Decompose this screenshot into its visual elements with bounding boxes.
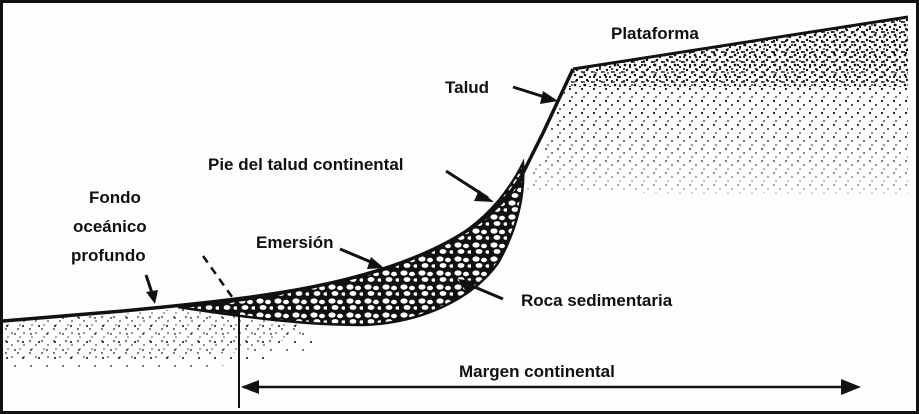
label-plataforma: Plataforma	[611, 24, 699, 43]
talud-arrow	[513, 87, 558, 104]
continental-shelf	[523, 17, 913, 203]
label-roca-sedimentaria: Roca sedimentaria	[521, 291, 673, 310]
pie-talud-arrow	[446, 171, 494, 202]
boundary-dashed-line	[203, 256, 235, 301]
continental-margin-diagram: Plataforma Talud Pie del talud continent…	[3, 3, 916, 411]
label-pie-talud: Pie del talud continental	[208, 155, 404, 174]
label-margen-continental: Margen continental	[459, 362, 615, 381]
fondo-arrow	[146, 275, 158, 304]
margin-arrow	[241, 379, 861, 395]
label-emersion: Emersión	[256, 233, 333, 252]
label-talud: Talud	[445, 78, 489, 97]
label-fondo-2: oceánico	[73, 217, 147, 236]
emersion-arrow	[340, 249, 384, 269]
label-fondo-1: Fondo	[89, 188, 141, 207]
label-fondo-3: profundo	[71, 246, 146, 265]
